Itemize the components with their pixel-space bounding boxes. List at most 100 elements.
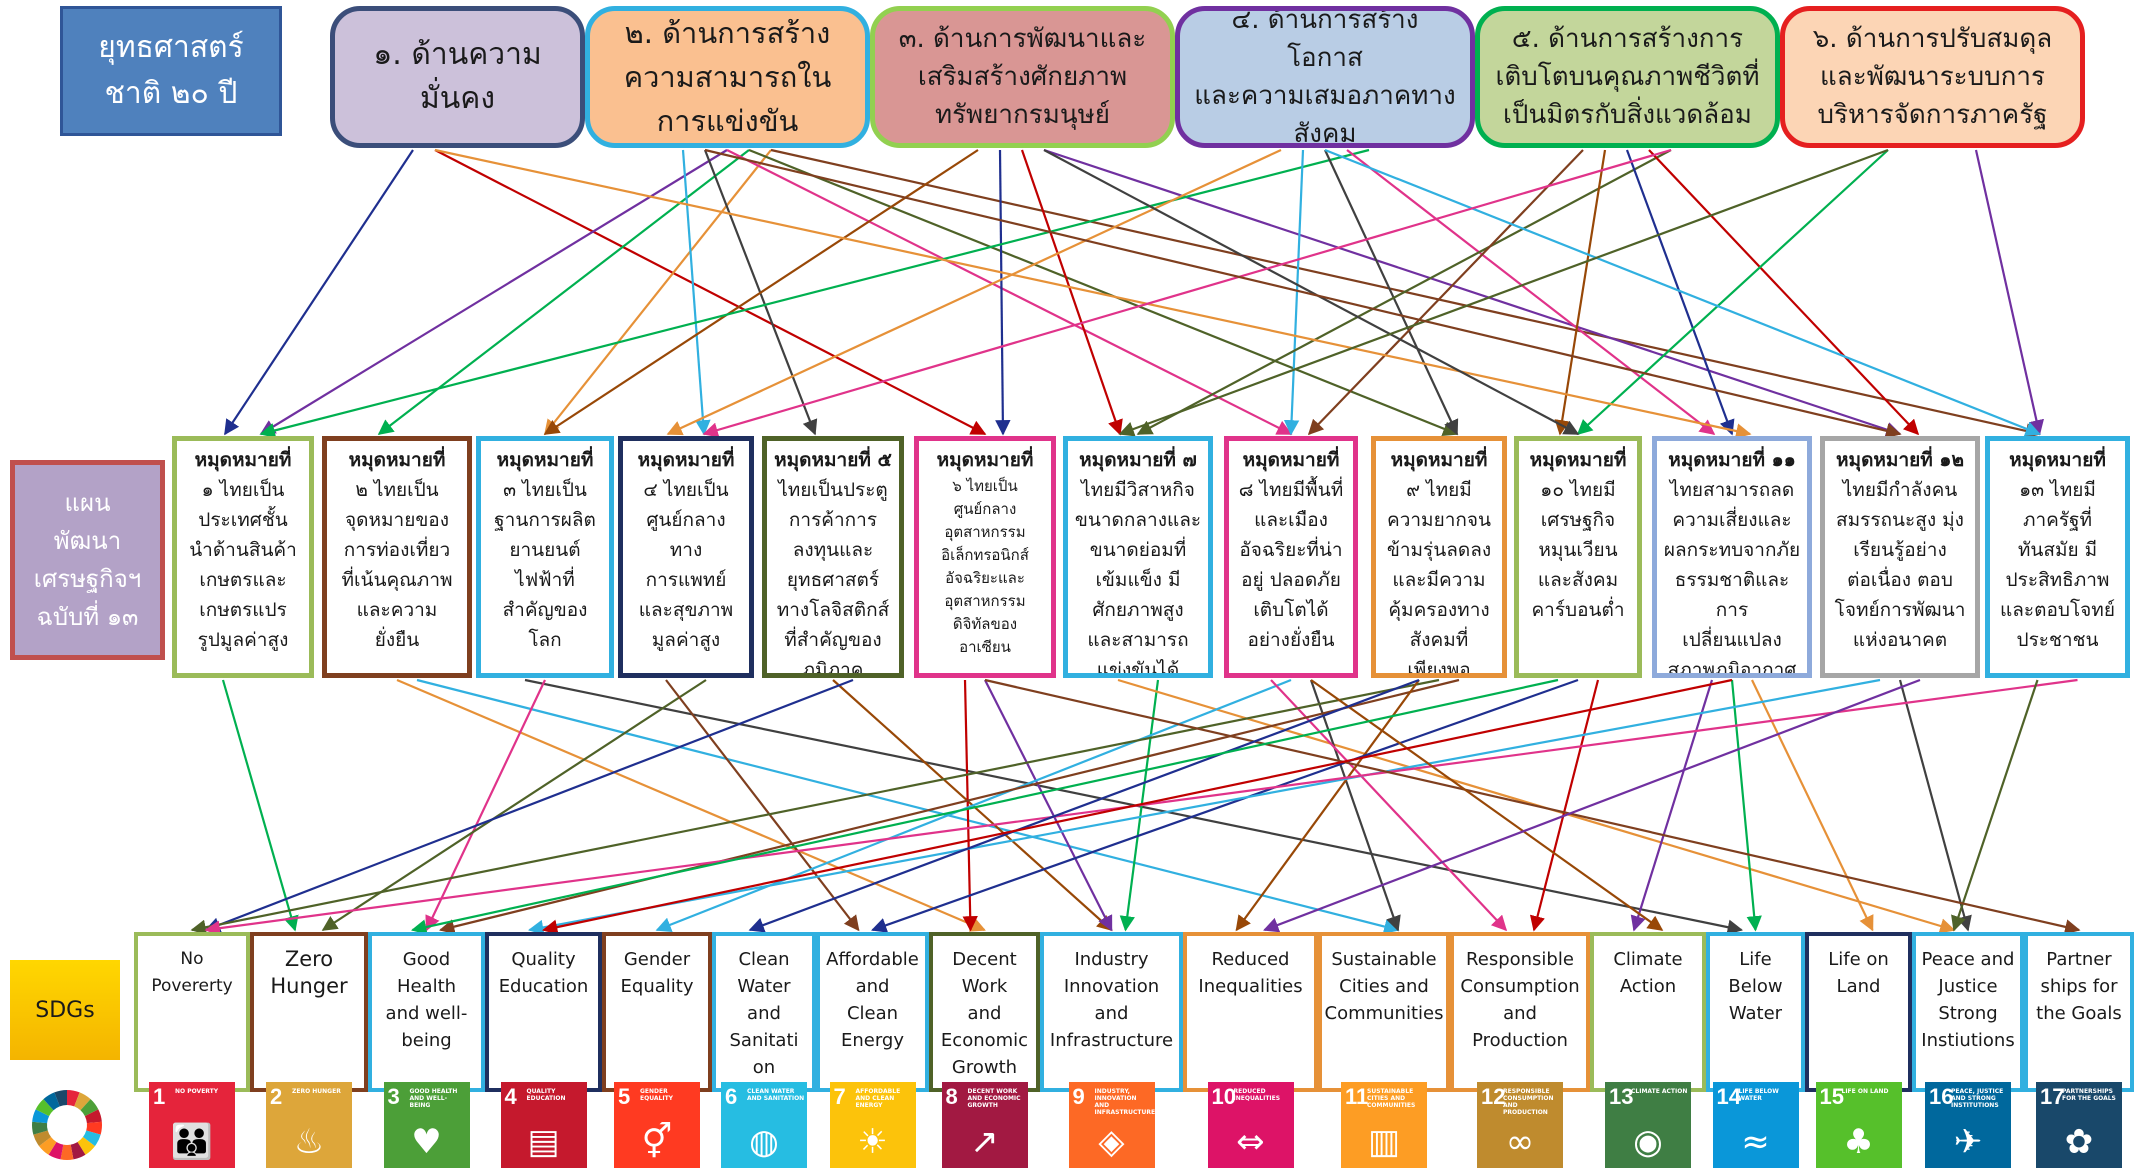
milestone-text: การค้าการ bbox=[788, 509, 878, 531]
milestone-text: ฐานการผลิต bbox=[494, 509, 596, 531]
link-arrow bbox=[1974, 149, 2044, 436]
milestone-text: ยั่งยืน bbox=[374, 629, 420, 651]
milestone-text: ประชาชน bbox=[2016, 629, 2099, 651]
sdg-tile-caption: RESPONSIBLE CONSUMPTION AND PRODUCTION bbox=[1503, 1088, 1554, 1116]
milestone-text: นำด้านสินค้า bbox=[189, 539, 297, 561]
milestone-text: และความ bbox=[356, 599, 438, 621]
milestone-box-10: หมุดหมายที่๑๐ ไทยมีเศรษฐกิจหมุนเวียนและส… bbox=[1514, 436, 1642, 678]
milestone-text: ไทยเป็นประตู bbox=[778, 479, 888, 501]
milestone-box-8: หมุดหมายที่๘ ไทยมีพื้นที่และเมืองอัจฉริย… bbox=[1224, 436, 1358, 678]
link-arrow bbox=[1346, 149, 1716, 435]
sdg-tile-caption: REDUCED INEQUALITIES bbox=[1233, 1088, 1281, 1102]
sdg-label-text: Strong bbox=[1938, 1003, 1998, 1024]
milestone-text: ไทยมีกำลังคน bbox=[1842, 479, 1958, 501]
milestone-text: และมีความ bbox=[1392, 569, 1486, 591]
city-icon: ▥ bbox=[1367, 1122, 1401, 1162]
link-arrow bbox=[1951, 679, 2039, 932]
milestone-text: อย่างยั่งยืน bbox=[1247, 629, 1335, 651]
gender-icon: ⚥ bbox=[641, 1122, 673, 1162]
milestone-heading: หมุดหมายที่ bbox=[936, 449, 1034, 471]
link-arrow bbox=[425, 679, 546, 932]
sdg-label-text: Clean bbox=[738, 949, 790, 970]
milestone-text: เกษตรแปร bbox=[199, 599, 287, 621]
milestone-heading: หมุดหมายที่ ๑๑ bbox=[1668, 449, 1796, 471]
sdg-label-text: Affordable bbox=[826, 949, 919, 970]
sdg-tile-number: 6 bbox=[725, 1084, 738, 1109]
dove-icon: ✈ bbox=[1953, 1122, 1983, 1162]
milestone-text: คุ้มครองทาง bbox=[1388, 599, 1490, 621]
sdg-label-text: Life bbox=[1739, 949, 1772, 970]
milestone-box-1: หมุดหมายที่๑ ไทยเป็นประเทศชั้นนำด้านสินค… bbox=[172, 436, 314, 678]
milestone-text: และตอบโจทย์ bbox=[2000, 599, 2115, 621]
sdg-label-text: Innovation bbox=[1063, 976, 1160, 997]
cubes-icon: ◈ bbox=[1098, 1122, 1125, 1162]
development-plan-label: แผน พัฒนา เศรษฐกิจฯ ฉบับที่ ๑๓ bbox=[10, 460, 165, 660]
sdg-tile-caption: PEACE, JUSTICE AND STRONG INSTITUTIONS bbox=[1951, 1088, 2004, 1109]
sdg-tile-caption: INDUSTRY, INNOVATION AND INFRASTRUCTURE bbox=[1094, 1088, 1156, 1116]
strategy-box-3: ๓. ด้านการพัฒนาและเสริมสร้างศักยภาพทรัพย… bbox=[870, 6, 1175, 148]
milestone-heading: หมุดหมายที่ bbox=[1529, 449, 1627, 471]
milestone-text: โลก bbox=[528, 629, 562, 651]
sdg-tile-caption: NO POVERTY bbox=[175, 1088, 219, 1095]
milestone-text: ที่สำคัญของ bbox=[784, 629, 882, 651]
sdg-tile-number: 8 bbox=[945, 1084, 958, 1109]
strategy-box-2: ๒. ด้านการสร้างความสามารถในการแข่งขัน bbox=[585, 6, 870, 148]
sdg-label-text: Consumption bbox=[1460, 976, 1580, 997]
strategy-box-1: ๑. ด้านความมั่นคง bbox=[330, 6, 585, 148]
link-arrow bbox=[1898, 679, 1972, 932]
link-arrow bbox=[1235, 679, 1420, 932]
link-arrow bbox=[1136, 149, 1672, 435]
link-arrow bbox=[541, 678, 1733, 935]
milestone-text: ทันสมัย มี bbox=[2017, 539, 2098, 561]
wheel-segment bbox=[39, 1137, 57, 1155]
wheel-segment bbox=[80, 1099, 99, 1117]
sdgs-label: SDGs bbox=[10, 960, 120, 1060]
sdg-tile-number: 13 bbox=[1609, 1084, 1634, 1109]
milestone-text: แข่งขันได้ bbox=[1096, 659, 1180, 678]
milestone-text: ที่เน้นคุณภาพ bbox=[341, 569, 453, 591]
milestone-text: จุดหมายของ bbox=[345, 509, 449, 531]
link-arrow bbox=[439, 678, 1460, 935]
link-arrow bbox=[655, 678, 1292, 933]
link-arrow bbox=[396, 678, 986, 932]
sdg-tile-caption: GOOD HEALTH AND WELL-BEING bbox=[409, 1088, 458, 1109]
sdg-label-text: Cities and bbox=[1339, 976, 1429, 997]
link-arrow bbox=[1118, 148, 1889, 437]
milestone-text: ๑๓ ไทยมี bbox=[2019, 479, 2096, 501]
milestone-text: และสุขภาพ bbox=[638, 599, 734, 621]
milestone-text: ๖ ไทยเป็น bbox=[952, 477, 1018, 495]
sdg-label-text: Below bbox=[1728, 976, 1783, 997]
link-arrow bbox=[984, 678, 2081, 935]
milestone-text: แห่งอนาคต bbox=[1852, 629, 1948, 651]
milestone-box-12: หมุดหมายที่ ๑๒ไทยมีกำลังคนสมรรถนะสูง มุ่… bbox=[1820, 436, 1980, 678]
strategy-line: ๒. ด้านการสร้าง bbox=[624, 16, 831, 50]
link-arrow bbox=[704, 148, 1902, 439]
strategy-line: เติบโตบนคุณภาพชีวิตที่ bbox=[1495, 62, 1760, 92]
sdg-tile-caption: SUSTAINABLE CITIES AND COMMUNITIES bbox=[1367, 1088, 1416, 1109]
sdg-label-text: Climate bbox=[1613, 949, 1683, 970]
link-arrow bbox=[1751, 679, 1874, 932]
sdg-tile-caption: PARTNERSHIPS FOR THE GOALS bbox=[2062, 1088, 2116, 1102]
milestone-text: อยู่ ปลอดภัย bbox=[1241, 569, 1341, 591]
growth-icon: ↗ bbox=[970, 1122, 999, 1162]
milestone-text: สำคัญของ bbox=[502, 599, 588, 621]
milestone-text: ต่อเนื่อง ตอบ bbox=[1847, 569, 1953, 591]
link-arrow bbox=[748, 148, 1459, 436]
sdg-label-text: ships for bbox=[2040, 976, 2118, 997]
sdg-label-text: and well- bbox=[385, 1003, 468, 1024]
